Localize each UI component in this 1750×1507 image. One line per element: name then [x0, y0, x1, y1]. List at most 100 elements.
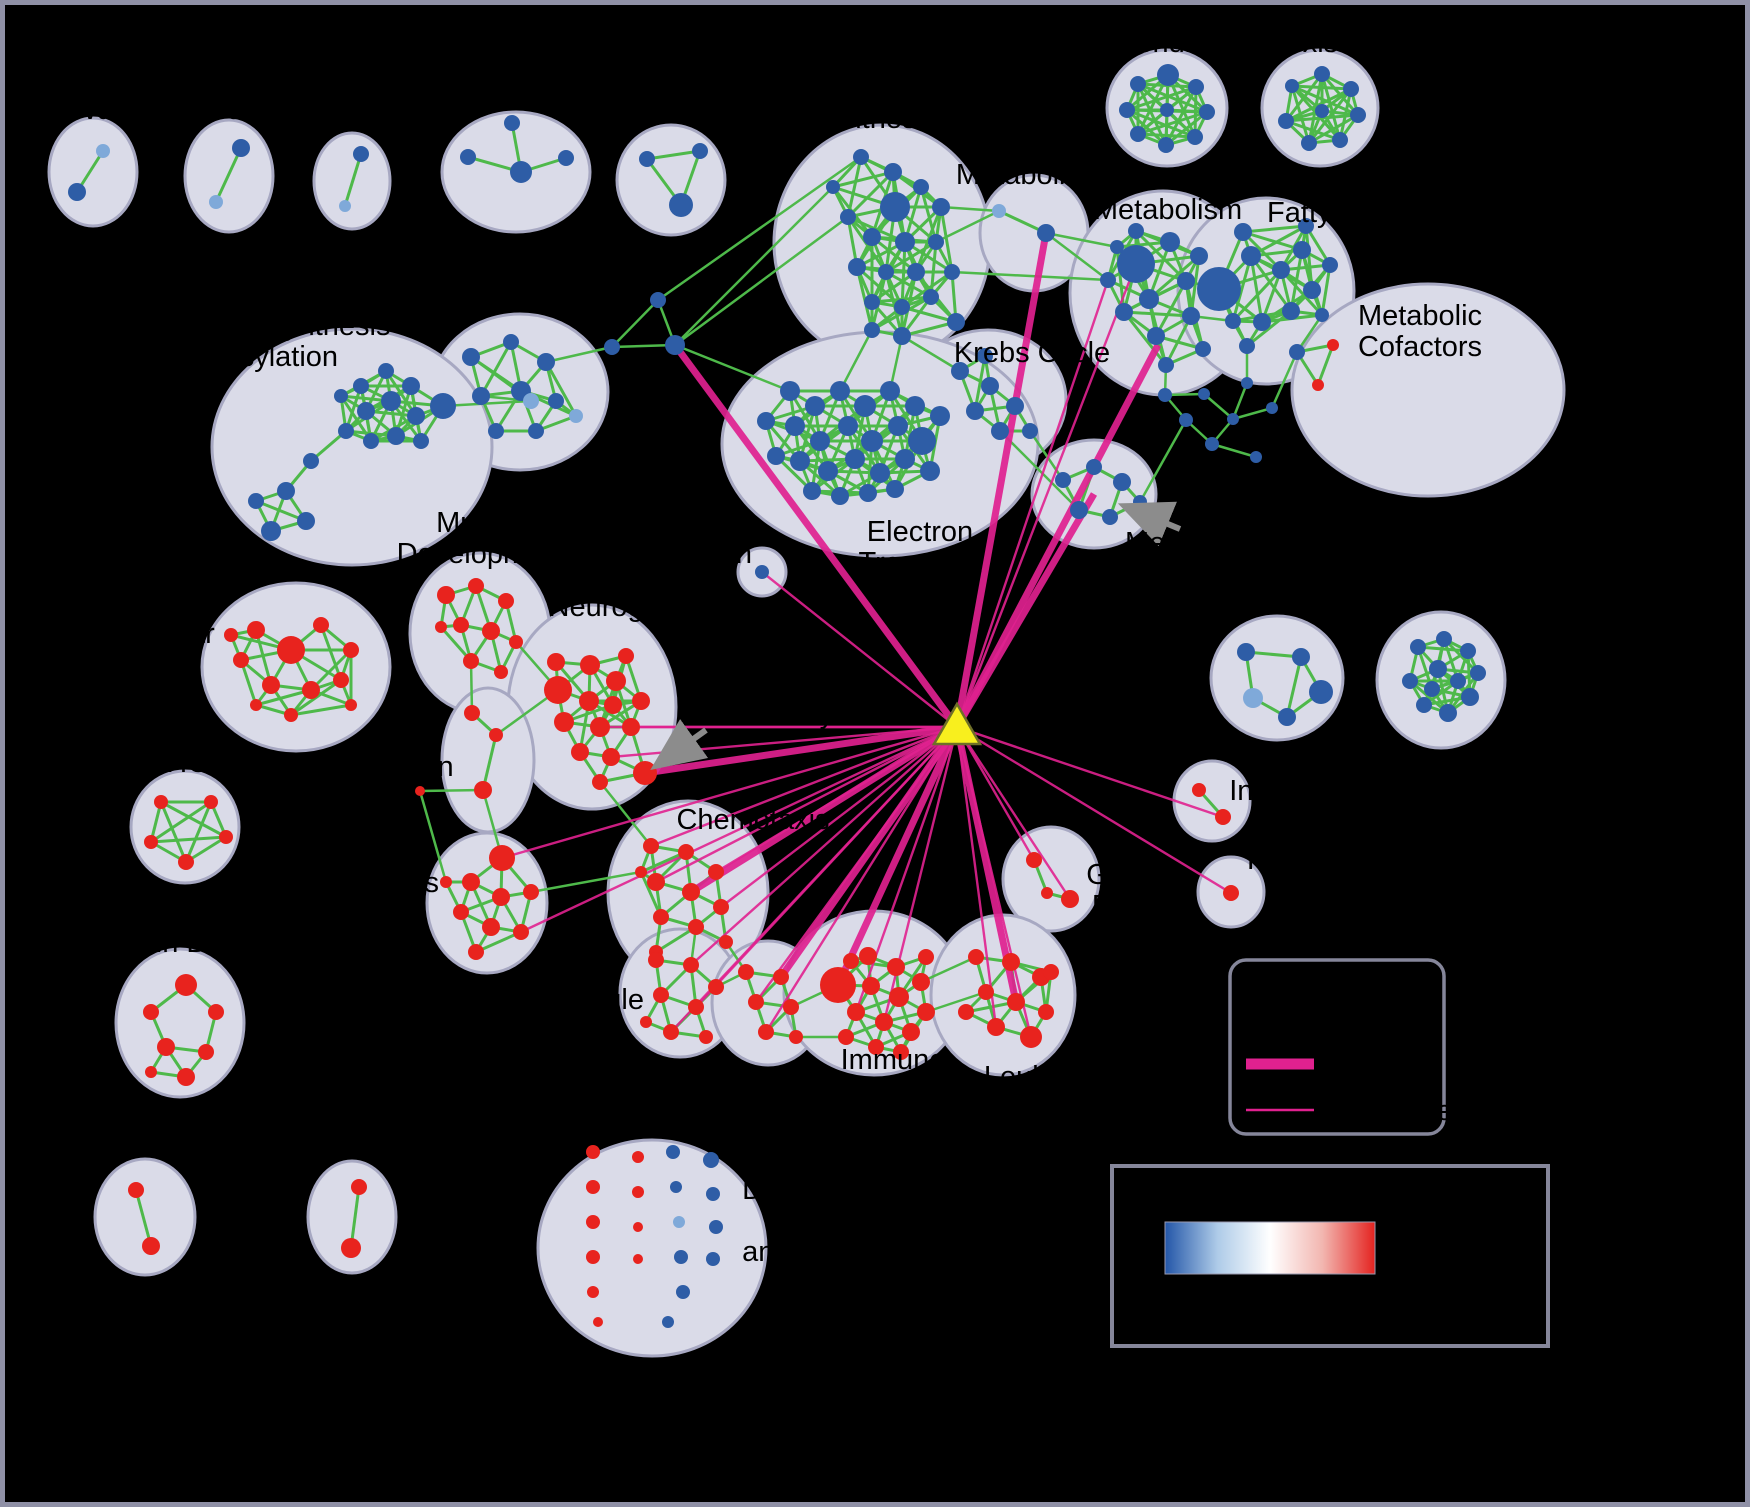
gene-set-node — [1225, 313, 1241, 329]
cluster-phospholipid-biosynthesis — [210, 327, 494, 567]
gene-set-node — [1128, 223, 1144, 239]
gene-set-node — [1298, 218, 1314, 234]
gene-set-edge — [884, 271, 904, 337]
cluster-ubiquitin-ligase — [1209, 614, 1345, 742]
gene-set-node — [992, 204, 1006, 218]
overlap-edge-moderate — [955, 263, 1138, 728]
gene-set-node — [907, 263, 925, 281]
gene-set-node — [840, 209, 856, 225]
gene-set-edge — [309, 648, 353, 692]
gene-set-node — [635, 866, 647, 878]
gene-set-node — [1192, 783, 1206, 797]
gene-set-node — [1055, 472, 1071, 488]
gene-set-node — [884, 163, 902, 181]
cluster-endosome — [615, 123, 727, 237]
gene-set-node — [930, 406, 950, 426]
gene-set-node — [902, 1023, 920, 1041]
gene-set-node — [1285, 79, 1299, 93]
gene-set-edge — [1189, 255, 1201, 317]
gene-set-node — [586, 1180, 600, 1194]
gene-set-node — [944, 264, 960, 280]
label-integrin-binding: Integrin Binding — [1229, 775, 1431, 807]
gene-set-link-edge — [442, 399, 532, 408]
gene-set-node — [1002, 953, 1020, 971]
gene-set-node — [453, 617, 469, 633]
gene-set-node — [688, 999, 704, 1015]
gene-set-node — [435, 621, 447, 633]
gene-set-node — [1199, 104, 1215, 120]
gene-set-edge — [1148, 254, 1200, 301]
label-phospholipid-biosynthesis: Phospholipid Biosynthesis/ Protein Acyla… — [54, 310, 391, 373]
gene-set-link-edge — [469, 660, 474, 714]
gene-set-node — [673, 1216, 685, 1228]
gene-set-edge — [1164, 315, 1193, 366]
gene-set-edge — [349, 1186, 361, 1249]
gene-set-edge — [1242, 224, 1307, 234]
gene-set-node — [177, 1068, 195, 1086]
gene-set-edge — [939, 206, 954, 273]
gene-set-node — [157, 1038, 175, 1056]
gene-set-edge — [544, 361, 578, 417]
overlap-edge-high — [953, 343, 1162, 729]
enrichment-gradient-bar — [1164, 1221, 1376, 1275]
gene-set-node — [853, 149, 869, 165]
gene-set-node — [353, 146, 369, 162]
gene-set-node — [492, 888, 510, 906]
gene-set-node — [1115, 303, 1133, 321]
gene-set-node — [810, 431, 830, 451]
gene-set-link-edge — [838, 329, 874, 392]
gene-set-link-edge — [1028, 430, 1065, 481]
gene-set-node — [1205, 437, 1219, 451]
gene-set-node — [333, 672, 349, 688]
gene-set-node — [1470, 665, 1486, 681]
gene-set-node — [547, 653, 565, 671]
gene-set-node — [1429, 660, 1447, 678]
gene-set-node — [859, 484, 877, 502]
gene-set-node — [606, 671, 626, 691]
gene-set-node — [1070, 501, 1088, 519]
gene-set-edge — [159, 801, 188, 863]
gene-set-node — [494, 665, 508, 679]
gene-set-node — [175, 974, 197, 996]
gene-set-node — [1215, 809, 1231, 825]
gene-set-edge — [919, 186, 938, 243]
gene-set-node — [509, 635, 523, 649]
gene-set-edge — [901, 320, 957, 338]
gene-set-node — [1147, 327, 1165, 345]
overlap-edge-moderate — [955, 726, 998, 1028]
gene-set-node — [1026, 852, 1042, 868]
gene-set-node — [1253, 313, 1271, 331]
gene-set-node — [958, 1004, 974, 1020]
gene-set-node — [523, 884, 539, 900]
gene-set-node — [1343, 81, 1359, 97]
gene-set-edge — [184, 801, 213, 863]
gene-set-node — [528, 423, 544, 439]
gene-set-node — [758, 1024, 774, 1040]
gene-set-node — [586, 1250, 600, 1264]
gene-set-node — [859, 947, 877, 965]
gene-set-node — [571, 743, 589, 761]
gene-set-node — [468, 944, 484, 960]
gene-set-edge — [1126, 108, 1196, 139]
overlap-edge-moderate — [755, 726, 958, 1003]
gene-set-node — [838, 416, 858, 436]
label-krebs-cycle: Krebs Cycle — [954, 337, 1110, 369]
gene-set-node — [888, 416, 908, 436]
gene-set-node — [1243, 688, 1263, 708]
gene-set-node — [1239, 338, 1255, 354]
gene-set-node — [351, 1179, 367, 1195]
gene-set-edge — [1320, 73, 1342, 141]
gene-set-node — [489, 728, 503, 742]
gene-set-node — [1130, 76, 1146, 92]
gene-set-node — [666, 1145, 680, 1159]
gene-set-node — [548, 393, 564, 409]
gene-set-node — [1037, 224, 1055, 242]
gene-set-node — [96, 144, 110, 158]
gene-set-node — [1130, 126, 1146, 142]
